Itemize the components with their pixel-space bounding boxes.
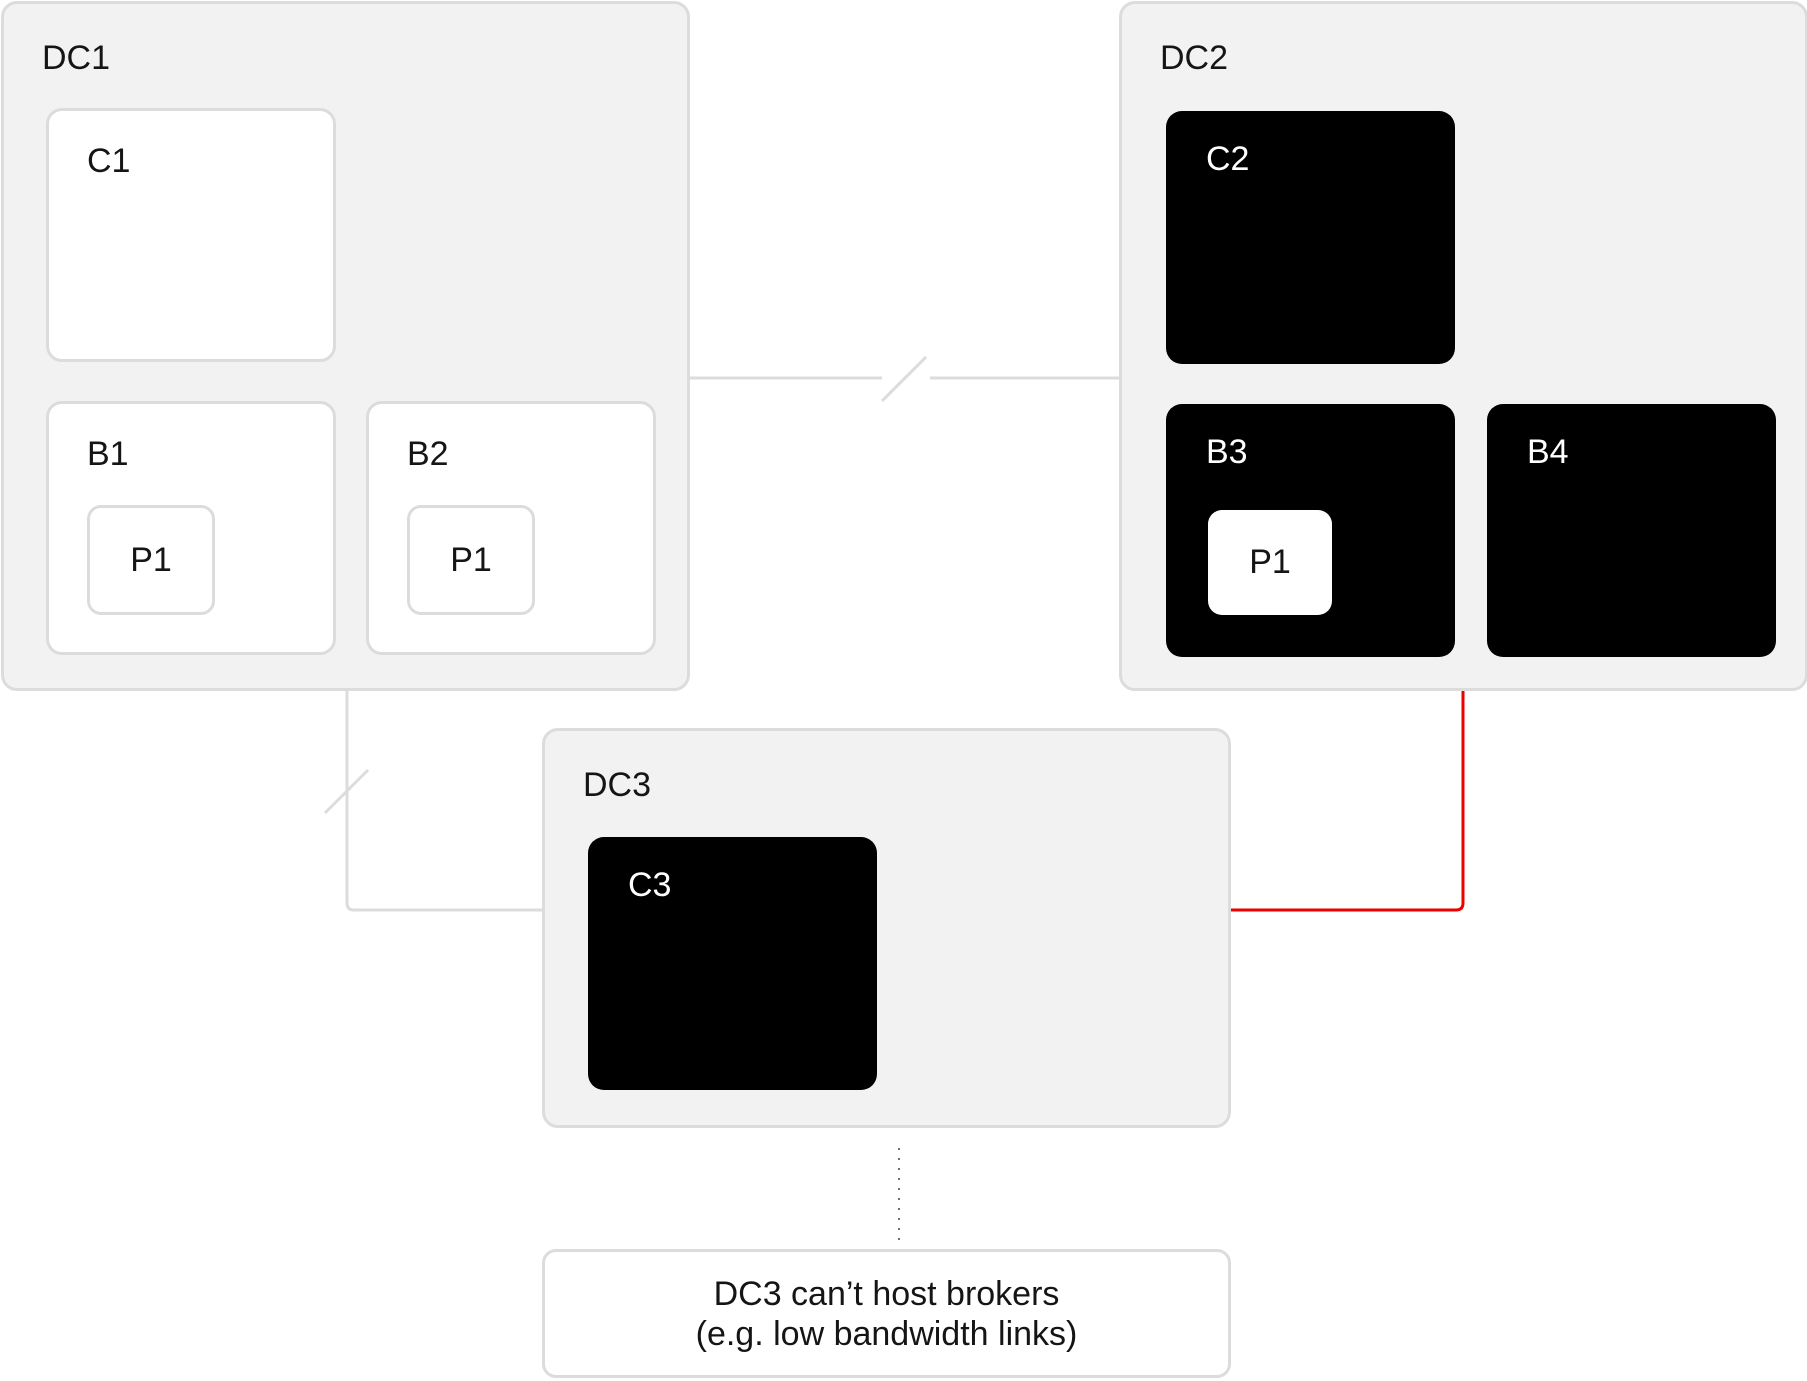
controller-label: C2 bbox=[1206, 140, 1250, 178]
link-dc1-dc3-broken bbox=[345, 690, 544, 912]
broker-b2: B2 P1 bbox=[366, 401, 656, 655]
controller-label: C1 bbox=[87, 142, 131, 180]
partition-p1: P1 bbox=[1208, 510, 1332, 615]
note-line-2: (e.g. low bandwidth links) bbox=[695, 1314, 1078, 1353]
note-line-1: DC3 can’t host brokers bbox=[713, 1274, 1060, 1313]
controller-label: C3 bbox=[628, 866, 672, 904]
datacenter-label: DC3 bbox=[583, 766, 652, 804]
datacenter-label: DC1 bbox=[42, 39, 111, 77]
broker-b4: B4 bbox=[1487, 404, 1776, 657]
link-break-icon bbox=[880, 355, 928, 403]
datacenter-label: DC2 bbox=[1160, 39, 1229, 77]
note-callout: DC3 can’t host brokers (e.g. low bandwid… bbox=[542, 1249, 1231, 1378]
broker-label: B1 bbox=[87, 435, 129, 473]
datacenter-dc3: DC3 C3 bbox=[542, 728, 1231, 1128]
controller-c2: C2 bbox=[1166, 111, 1455, 364]
controller-c1: C1 bbox=[46, 108, 336, 362]
datacenter-dc1: DC1 C1 B1 P1 B2 P1 bbox=[1, 1, 690, 691]
broker-label: B3 bbox=[1206, 433, 1248, 471]
broker-b3: B3 P1 bbox=[1166, 404, 1455, 657]
partition-p1: P1 bbox=[87, 505, 215, 615]
broker-label: B2 bbox=[407, 435, 449, 473]
partition-label: P1 bbox=[1249, 543, 1291, 581]
partition-label: P1 bbox=[450, 540, 492, 579]
partition-p1: P1 bbox=[407, 505, 535, 615]
link-break-icon bbox=[323, 768, 370, 815]
datacenter-dc2: DC2 C2 B3 P1 B4 bbox=[1119, 1, 1807, 691]
broker-label: B4 bbox=[1527, 433, 1569, 471]
broker-b1: B1 P1 bbox=[46, 401, 336, 655]
link-dc2-dc3-connected bbox=[1230, 690, 1465, 912]
controller-c3: C3 bbox=[588, 837, 877, 1090]
partition-label: P1 bbox=[130, 540, 172, 579]
